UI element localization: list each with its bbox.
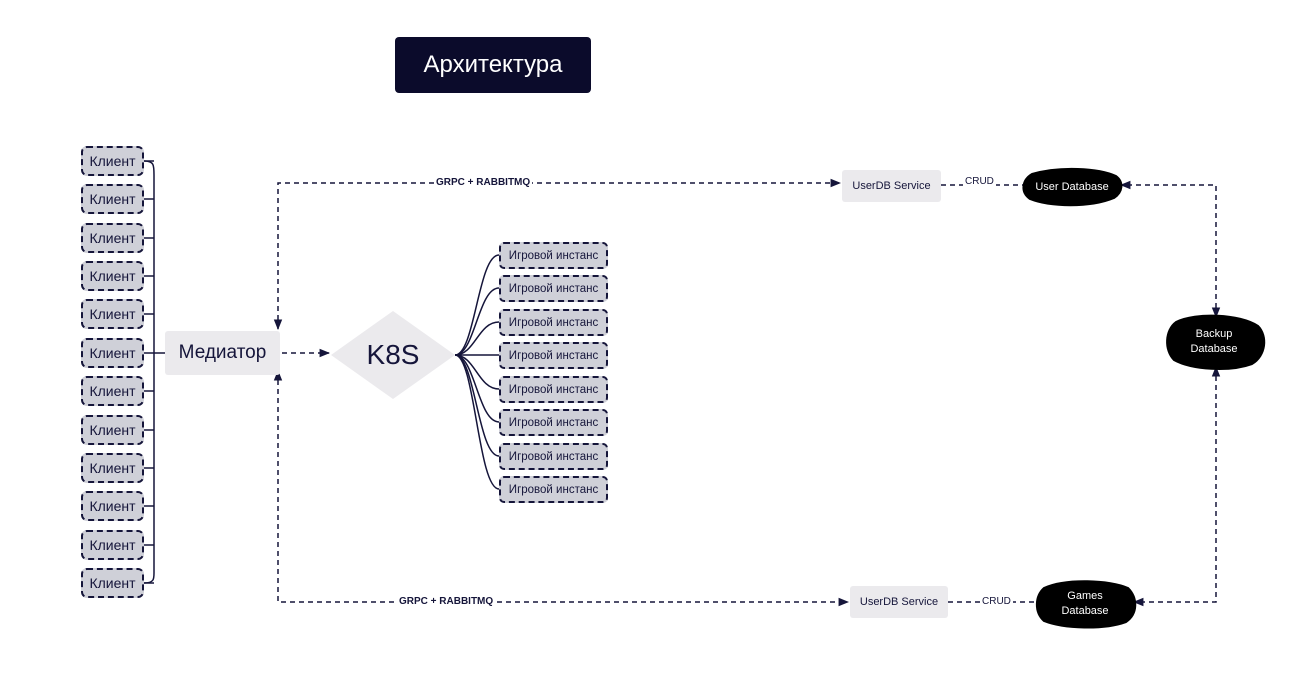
top-crud-label: CRUD bbox=[963, 176, 996, 188]
clients-connector bbox=[143, 160, 165, 584]
games-database-label: Games Database bbox=[1061, 590, 1109, 617]
game-instance-node: Игровой инстанс bbox=[499, 443, 608, 470]
k8s-to-instance-edge bbox=[454, 287, 500, 356]
client-node: Клиент bbox=[81, 530, 144, 560]
bottom-crud-label: CRUD bbox=[980, 596, 1013, 608]
client-node: Клиент bbox=[81, 223, 144, 253]
game-instance-node: Игровой инстанс bbox=[499, 476, 608, 503]
diagram-title: Архитектура bbox=[395, 37, 591, 93]
client-node: Клиент bbox=[81, 338, 144, 368]
k8s-to-instances-edges bbox=[454, 254, 500, 490]
bottom-userdb-service-node: UserDB Service bbox=[850, 586, 948, 618]
mediator-to-top-service-edge bbox=[273, 178, 842, 331]
user-database-node bbox=[1022, 167, 1123, 207]
top-protocol-label: GRPC + RABBITMQ bbox=[434, 177, 533, 189]
backup-to-games-db-edge bbox=[1132, 365, 1221, 607]
client-node: Клиент bbox=[81, 184, 144, 214]
game-instance-node: Игровой инстанс bbox=[499, 376, 608, 403]
games-database-node bbox=[1035, 580, 1137, 629]
game-instance-node: Игровой инстанс bbox=[499, 342, 608, 369]
client-node: Клиент bbox=[81, 261, 144, 291]
backup-to-user-db-edge bbox=[1119, 180, 1221, 319]
client-node: Клиент bbox=[81, 453, 144, 483]
k8s-label: K8S bbox=[366, 339, 420, 370]
client-node: Клиент bbox=[81, 491, 144, 521]
client-ticks bbox=[144, 160, 154, 584]
bottom-protocol-label: GRPC + RABBITMQ bbox=[397, 596, 496, 608]
client-node: Клиент bbox=[81, 415, 144, 445]
client-node: Клиент bbox=[81, 146, 144, 176]
backup-database-node bbox=[1166, 314, 1266, 370]
game-instance-node: Игровой инстанс bbox=[499, 309, 608, 336]
k8s-to-instance-edge bbox=[454, 354, 500, 490]
game-instance-node: Игровой инстанс bbox=[499, 242, 608, 269]
game-instance-node: Игровой инстанс bbox=[499, 275, 608, 302]
user-database-label: User Database bbox=[1035, 180, 1109, 193]
k8s-to-instance-edge bbox=[454, 254, 500, 356]
mediator-node: Медиатор bbox=[165, 331, 280, 375]
backup-database-label: Backup Database bbox=[1190, 328, 1238, 355]
mediator-to-bottom-service-edge bbox=[273, 369, 850, 607]
client-node: Клиент bbox=[81, 568, 144, 598]
client-node: Клиент bbox=[81, 299, 144, 329]
game-instance-node: Игровой инстанс bbox=[499, 409, 608, 436]
top-userdb-service-node: UserDB Service bbox=[842, 170, 941, 202]
client-node: Клиент bbox=[81, 376, 144, 406]
k8s-to-instance-edge bbox=[454, 354, 500, 457]
